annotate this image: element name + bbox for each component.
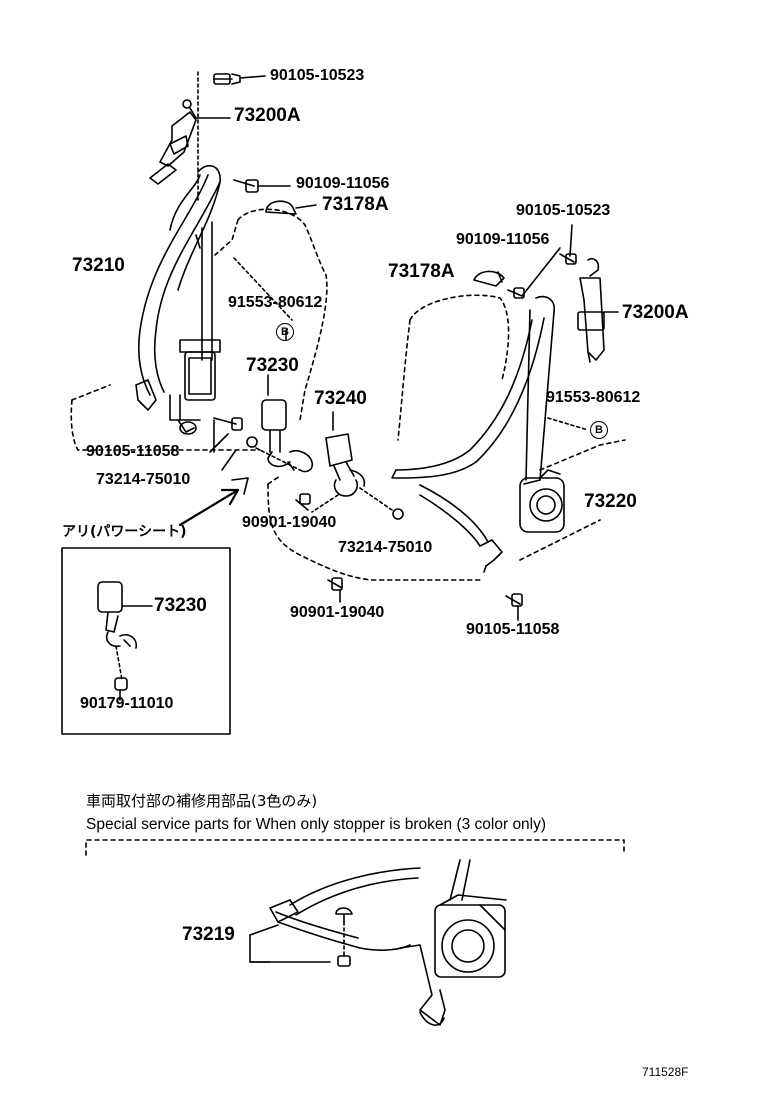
drawing-number: 711528F [642, 1065, 689, 1079]
left-retractor-icon [169, 339, 221, 435]
rivet-icon [335, 907, 353, 923]
part-number: 73220 [584, 491, 637, 512]
part-number: 73214-75010 [338, 539, 433, 556]
power-seat-label: アリ(パワーシート) [62, 524, 187, 540]
service-title-jp: 車両取付部の補修用部品(3色のみ) [86, 792, 318, 810]
stopper-icon [179, 421, 197, 435]
seat-outline [237, 208, 328, 421]
bolt-icon [213, 417, 243, 431]
belt-end-icon [135, 379, 157, 411]
rivet-icon [182, 99, 192, 109]
part-number: 73200A [234, 105, 301, 126]
bracket-leader [249, 934, 271, 963]
part-number: 73178A [322, 194, 389, 215]
seat-outline [409, 294, 510, 381]
part-number: 90105-11058 [86, 443, 180, 460]
part-number: 73178A [388, 261, 455, 282]
bolt-icon [327, 577, 343, 603]
bolt-icon [213, 73, 241, 85]
bolt-icon [507, 247, 561, 299]
bolt-icon [559, 224, 577, 265]
circle-b-marker: B [590, 421, 608, 439]
buckle-icon [261, 399, 314, 473]
nut-icon [114, 677, 128, 691]
stopper-assembly-icon [269, 859, 507, 1026]
part-number: 90109-11056 [296, 175, 390, 192]
part-number: 73230 [154, 595, 207, 616]
part-number: 90901-19040 [290, 604, 385, 621]
part-number: 90109-11056 [456, 231, 550, 248]
arrow-icon [178, 488, 240, 527]
part-number: 73240 [314, 388, 367, 409]
bolt-icon [505, 593, 523, 621]
part-number: 91553-80612 [546, 389, 641, 406]
part-number: 90179-11010 [80, 695, 174, 712]
cover-icon [473, 270, 505, 287]
bolt-icon [295, 493, 311, 511]
buckle-icon [97, 581, 138, 649]
anchor-plate-icon [149, 111, 197, 185]
right-retractor-icon [519, 469, 565, 533]
cover-icon [265, 200, 297, 215]
part-number: 90901-19040 [242, 514, 337, 531]
washer-icon [392, 508, 404, 520]
inset-box [61, 547, 231, 735]
part-number: 90105-10523 [270, 67, 365, 84]
washer-icon [246, 436, 258, 448]
part-number: 90105-10523 [516, 202, 611, 219]
nut-icon [337, 955, 351, 967]
part-number: 91553-80612 [228, 294, 323, 311]
right-belt-icon [391, 295, 555, 573]
part-number: 73200A [622, 302, 689, 323]
bolt-icon [233, 179, 291, 193]
bracket-line [85, 839, 625, 856]
circle-b-marker: B [276, 323, 294, 341]
service-title-en: Special service parts for When only stop… [86, 816, 547, 833]
part-number: 73219 [182, 924, 235, 945]
part-number: 73214-75010 [96, 471, 191, 488]
part-number: 73210 [72, 255, 125, 276]
part-number: 90105-11058 [466, 621, 560, 638]
left-belt-icon [137, 164, 221, 396]
buckle-icon [325, 433, 366, 497]
anchor-plate-icon [577, 257, 619, 363]
part-number: 73230 [246, 355, 299, 376]
